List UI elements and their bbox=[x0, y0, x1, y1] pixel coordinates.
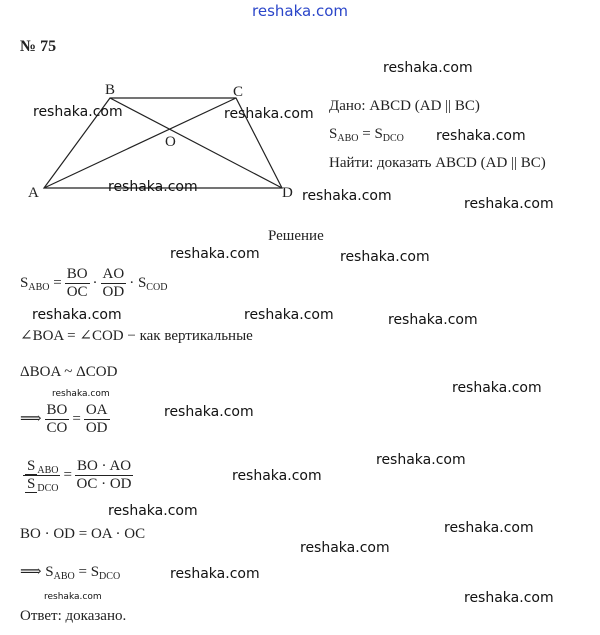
watermark: reshaka.com bbox=[108, 179, 198, 195]
trapezoid-figure bbox=[42, 97, 283, 189]
watermark: reshaka.com bbox=[170, 566, 260, 582]
sub: ABO bbox=[28, 281, 50, 293]
s: S bbox=[25, 476, 38, 493]
eq: = bbox=[362, 126, 371, 142]
watermark: reshaka.com bbox=[464, 196, 554, 212]
watermark: reshaka.com bbox=[383, 60, 473, 76]
eq: = bbox=[78, 564, 87, 580]
arrow: ⟹ bbox=[20, 410, 42, 427]
formula-7: ⟹ SABO = SDCO bbox=[20, 562, 121, 582]
watermark: reshaka.com bbox=[376, 452, 466, 468]
sub: ABO bbox=[53, 571, 75, 582]
arrow: ⟹ bbox=[20, 564, 42, 580]
watermark: reshaka.com bbox=[44, 592, 102, 602]
watermark: reshaka.com bbox=[52, 389, 110, 399]
dot: · bbox=[92, 274, 98, 291]
sub: ABO bbox=[337, 133, 359, 144]
num: BO · AO bbox=[74, 458, 134, 476]
s: S bbox=[329, 126, 338, 142]
label-c: C bbox=[233, 84, 244, 100]
solution-heading: Решение bbox=[268, 228, 324, 244]
s: S bbox=[137, 274, 147, 291]
dot: · bbox=[129, 274, 135, 291]
num: AO bbox=[100, 266, 127, 284]
label-d: D bbox=[282, 185, 293, 201]
watermark: reshaka.com bbox=[388, 312, 478, 328]
watermark: reshaka.com bbox=[444, 520, 534, 536]
s: S bbox=[25, 458, 38, 475]
den: OC bbox=[66, 284, 88, 300]
eq: = bbox=[72, 410, 81, 427]
num: BO bbox=[44, 402, 70, 420]
watermark: reshaka.com bbox=[164, 404, 254, 420]
find-line: Найти: доказать ABCD (AD || BC) bbox=[329, 155, 546, 171]
label-b: B bbox=[105, 82, 116, 98]
den: CO bbox=[46, 420, 68, 436]
watermark: reshaka.com bbox=[170, 246, 260, 262]
s: S bbox=[45, 564, 54, 580]
watermark: reshaka.com bbox=[436, 128, 526, 144]
diagonal-bd bbox=[109, 97, 283, 189]
given-line: Дано: ABCD (AD || BC) bbox=[329, 98, 480, 114]
watermark: reshaka.com bbox=[452, 380, 542, 396]
watermark: reshaka.com bbox=[232, 468, 322, 484]
watermark: reshaka.com bbox=[300, 540, 390, 556]
watermark: reshaka.com bbox=[244, 307, 334, 323]
s: S bbox=[374, 126, 383, 142]
sub: ABO bbox=[37, 465, 59, 476]
line-product: BO · OD = OA · OC bbox=[20, 526, 146, 542]
line-similarity: ΔBOA ~ ΔCOD bbox=[20, 364, 118, 380]
s: S bbox=[90, 564, 100, 580]
diagonal-ac bbox=[43, 97, 237, 189]
watermark: reshaka.com bbox=[340, 249, 430, 265]
watermark: reshaka.com bbox=[464, 590, 554, 606]
sub: DCO bbox=[99, 571, 121, 582]
eq: = bbox=[63, 466, 72, 483]
line-vertical-angles: ∠BOA = ∠COD − как вертикальные bbox=[20, 328, 253, 344]
label-a: A bbox=[28, 185, 39, 201]
sub: COD bbox=[146, 281, 168, 293]
watermark: reshaka.com bbox=[32, 307, 122, 323]
s: S bbox=[20, 274, 29, 291]
num: OA bbox=[83, 402, 110, 420]
den: OC · OD bbox=[76, 476, 132, 492]
eq: = bbox=[53, 274, 62, 291]
given-area-equality: SABO = SDCO bbox=[329, 126, 404, 144]
problem-number: № 75 bbox=[20, 38, 57, 55]
sub: DCO bbox=[382, 133, 404, 144]
watermark: reshaka.com bbox=[302, 188, 392, 204]
num: BO bbox=[64, 266, 90, 284]
watermark: reshaka.com bbox=[224, 106, 314, 122]
watermark: reshaka.com bbox=[108, 503, 198, 519]
den: OD bbox=[102, 284, 125, 300]
label-o: O bbox=[165, 134, 176, 150]
answer: Ответ: доказано. bbox=[20, 608, 127, 624]
watermark: reshaka.com bbox=[252, 2, 348, 20]
sub: DCO bbox=[37, 483, 59, 494]
watermark: reshaka.com bbox=[33, 104, 123, 120]
den: OD bbox=[85, 420, 108, 436]
